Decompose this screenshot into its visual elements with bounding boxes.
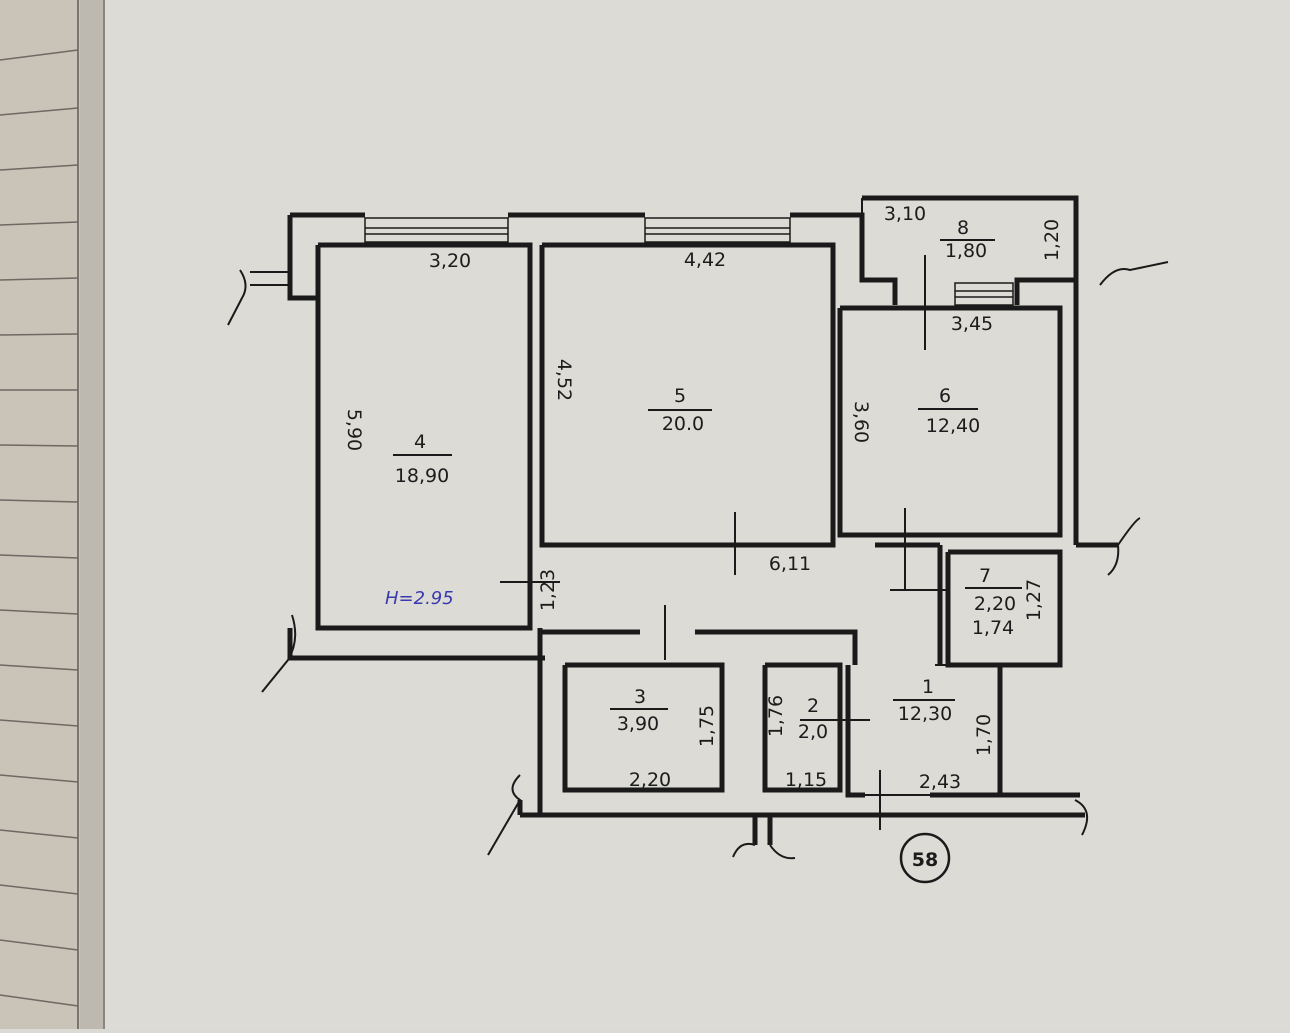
room-4-number: 4 — [414, 431, 426, 453]
room-1-area: 12,30 — [898, 703, 952, 725]
room-8: 8 1,80 — [940, 217, 995, 262]
door-marks — [500, 255, 950, 830]
dim-balcony-width: 3,10 — [884, 203, 926, 225]
dim-room3-length: 1,75 — [696, 705, 718, 747]
windows — [364, 217, 1014, 306]
dim-room6-width: 3,45 — [951, 313, 993, 335]
dim-room4-length: 5,90 — [343, 409, 365, 451]
dim-room2-width: 1,15 — [785, 769, 827, 791]
dim-balcony-depth: 1,20 — [1041, 219, 1063, 261]
room-8-area: 1,80 — [945, 240, 987, 262]
room-5-number: 5 — [674, 385, 686, 407]
dim-passage-width: 1,23 — [537, 569, 559, 611]
break-lines — [227, 261, 1169, 860]
sheet-number-stamp: 58 — [899, 832, 951, 884]
room-2: 2 2,0 — [798, 695, 828, 743]
dimension-labels: 3,20 4,42 3,10 3,45 6,11 2,20 1,15 2,43 … — [343, 203, 1063, 793]
room-2-number: 2 — [807, 695, 819, 717]
dim-room7-length: 1,27 — [1023, 579, 1045, 621]
dim-room1-width: 2,43 — [919, 771, 961, 793]
dim-room5-width: 4,42 — [684, 249, 726, 271]
room-6: 6 12,40 — [918, 385, 980, 437]
room-4-area: 18,90 — [395, 465, 449, 487]
room-2-area: 2,0 — [798, 721, 828, 743]
room-7-number: 7 — [979, 565, 991, 587]
room-5-area: 20.0 — [662, 413, 704, 435]
room-3-area: 3,90 — [617, 713, 659, 735]
notebook-edge — [0, 0, 105, 1029]
ceiling-height-note: H=2.95 — [385, 588, 454, 609]
room-7: 7 2,20 — [965, 565, 1022, 615]
plan-walls — [287, 195, 1118, 845]
dim-room4-width: 3,20 — [429, 250, 471, 272]
dim-room1-length: 1,70 — [973, 714, 995, 756]
room-3-number: 3 — [634, 686, 646, 708]
dim-corridor-length: 6,11 — [769, 553, 811, 575]
room-4: 4 18,90 — [393, 431, 452, 487]
room-8-number: 8 — [957, 217, 969, 239]
dim-room7-width: 1,74 — [972, 617, 1014, 639]
room-5: 5 20.0 — [648, 385, 712, 435]
dim-room2-length: 1,76 — [765, 695, 787, 737]
room-6-number: 6 — [939, 385, 951, 407]
room-6-area: 12,40 — [926, 415, 980, 437]
dim-room6-length: 3,60 — [850, 401, 872, 443]
dim-room3-width: 2,20 — [629, 769, 671, 791]
room-3: 3 3,90 — [610, 686, 668, 735]
room-7-area: 2,20 — [974, 593, 1016, 615]
room-1: 1 12,30 — [893, 676, 955, 725]
room-1-number: 1 — [922, 676, 934, 698]
sheet-number: 58 — [912, 849, 938, 871]
dim-room5-length: 4,52 — [553, 359, 575, 401]
